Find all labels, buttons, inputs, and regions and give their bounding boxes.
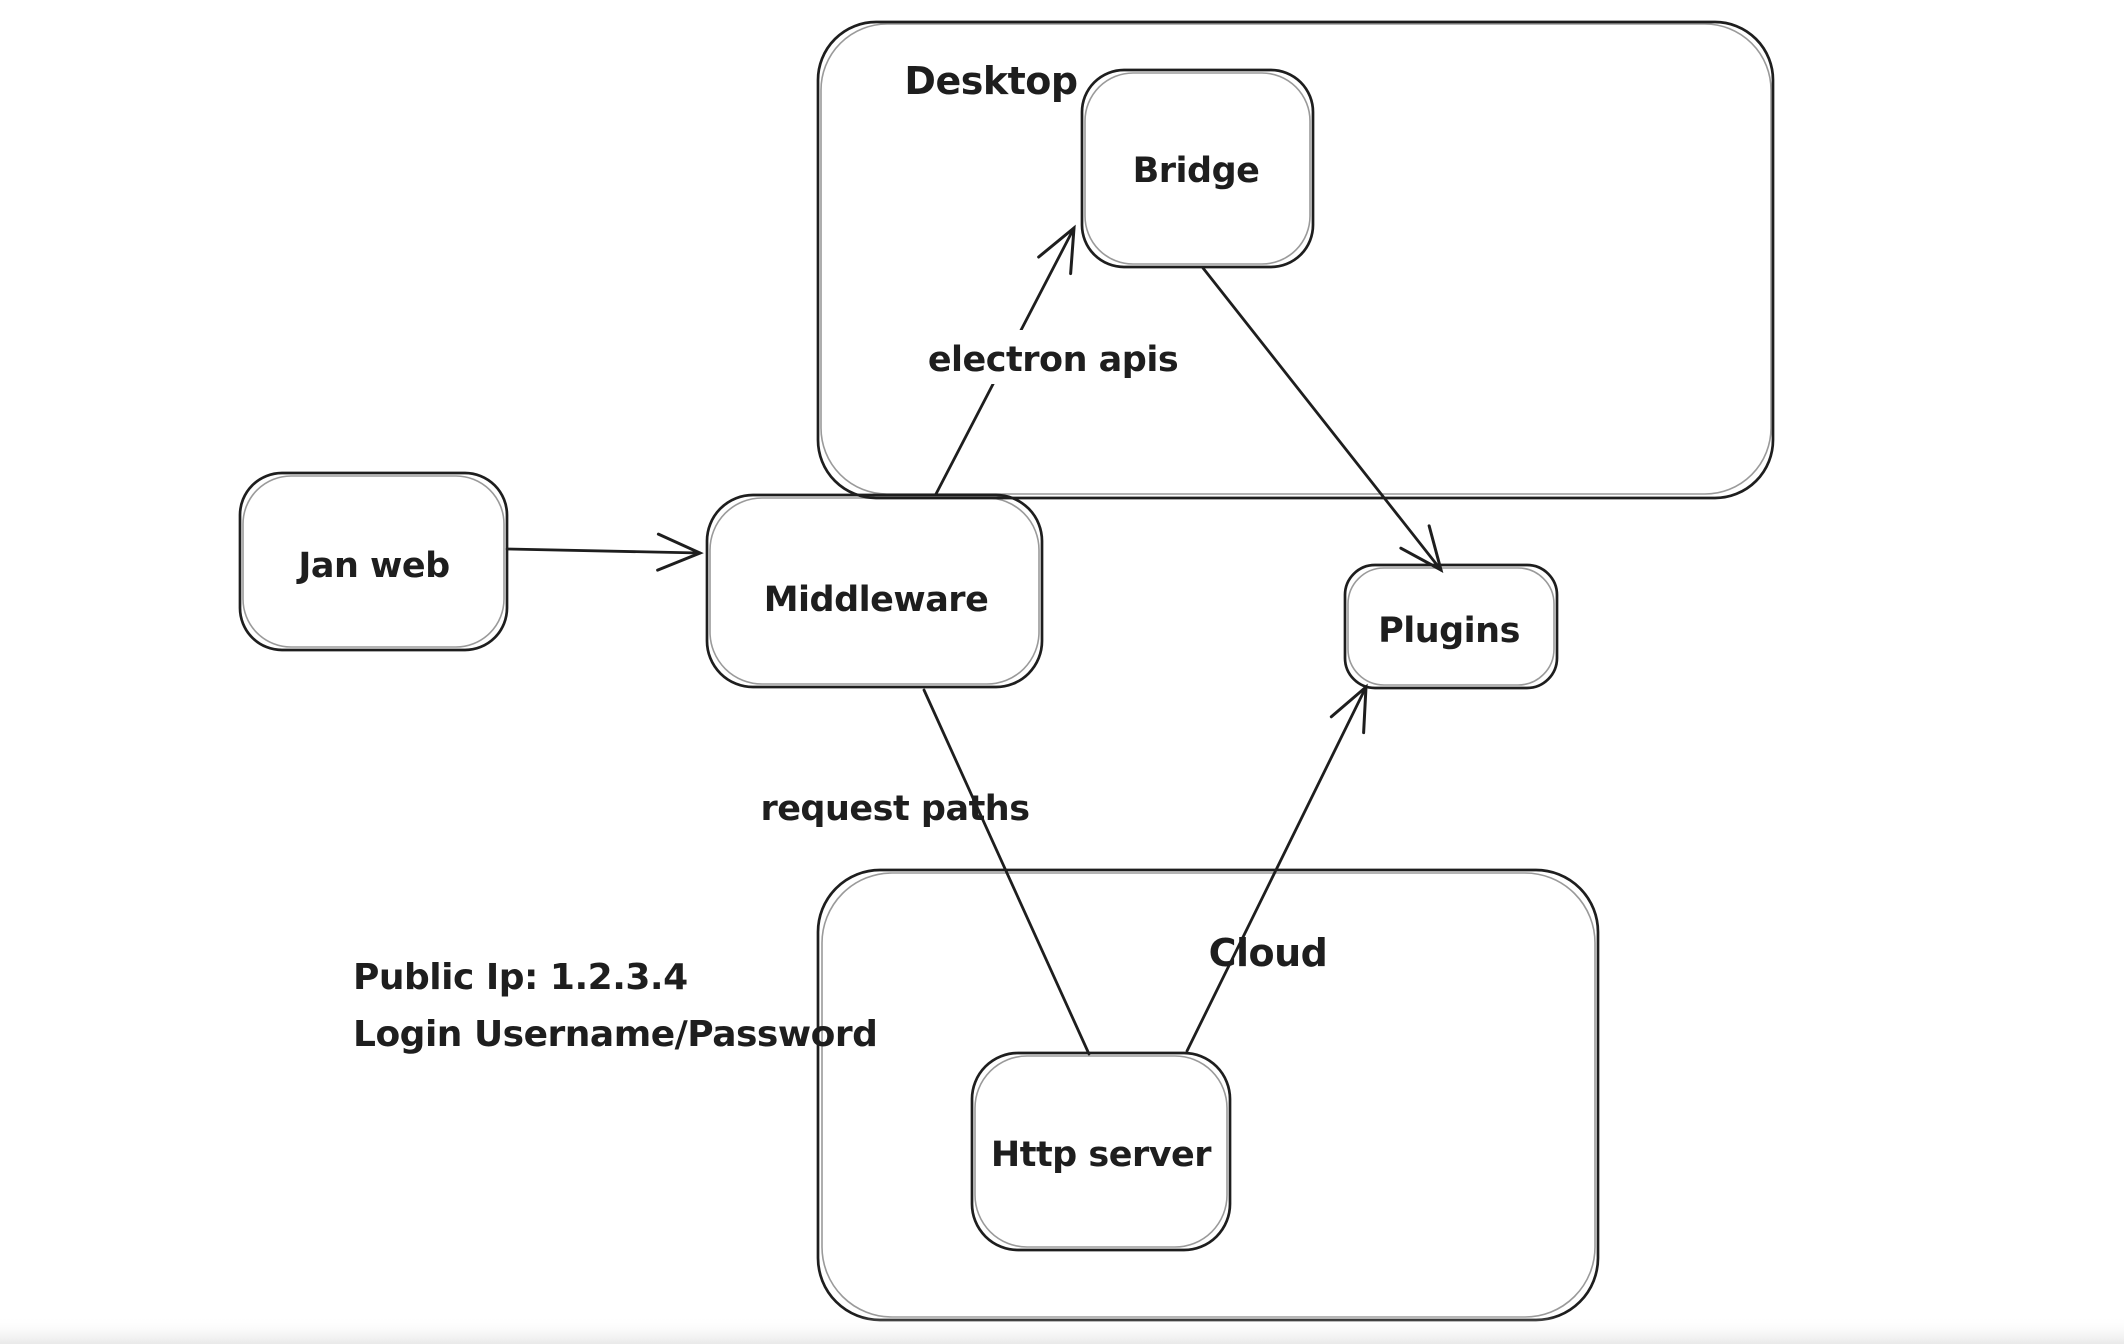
annotation-line-2: Login Username/Password	[353, 1014, 877, 1055]
desktop-container-label[interactable]: Desktop	[904, 59, 1078, 103]
jan-web-node-label: Jan web	[296, 546, 449, 586]
http-server-node[interactable]: Http server	[970, 1051, 1232, 1252]
arrow-httpserver-to-plugins[interactable]	[1185, 683, 1368, 1053]
annotation-text[interactable]: Public Ip: 1.2.3.4 Login Username/Passwo…	[353, 957, 878, 1055]
http-server-node-label: Http server	[991, 1135, 1212, 1175]
middleware-node-label: Middleware	[764, 580, 989, 620]
bridge-node[interactable]: Bridge	[1080, 68, 1315, 269]
electron-apis-label-bg	[915, 330, 1193, 384]
arrow-janweb-to-middleware[interactable]	[505, 532, 704, 572]
request-paths-edge-label[interactable]: request paths	[760, 789, 1030, 829]
jan-web-node[interactable]: Jan web	[238, 471, 509, 652]
desktop-container[interactable]	[816, 20, 1775, 500]
bridge-node-label: Bridge	[1133, 151, 1260, 191]
line-middleware-to-httpserver[interactable]	[922, 688, 1091, 1056]
arrow-bridge-to-plugins[interactable]	[1201, 266, 1444, 573]
cloud-container-label[interactable]: Cloud	[1209, 931, 1328, 975]
plugins-node[interactable]: Plugins	[1343, 563, 1559, 690]
plugins-node-label: Plugins	[1378, 611, 1520, 651]
bottom-fade	[0, 1316, 2124, 1344]
electron-apis-edge-label[interactable]: electron apis	[928, 340, 1179, 380]
annotation-line-1: Public Ip: 1.2.3.4	[353, 957, 688, 998]
middleware-node[interactable]: Middleware	[705, 493, 1044, 689]
